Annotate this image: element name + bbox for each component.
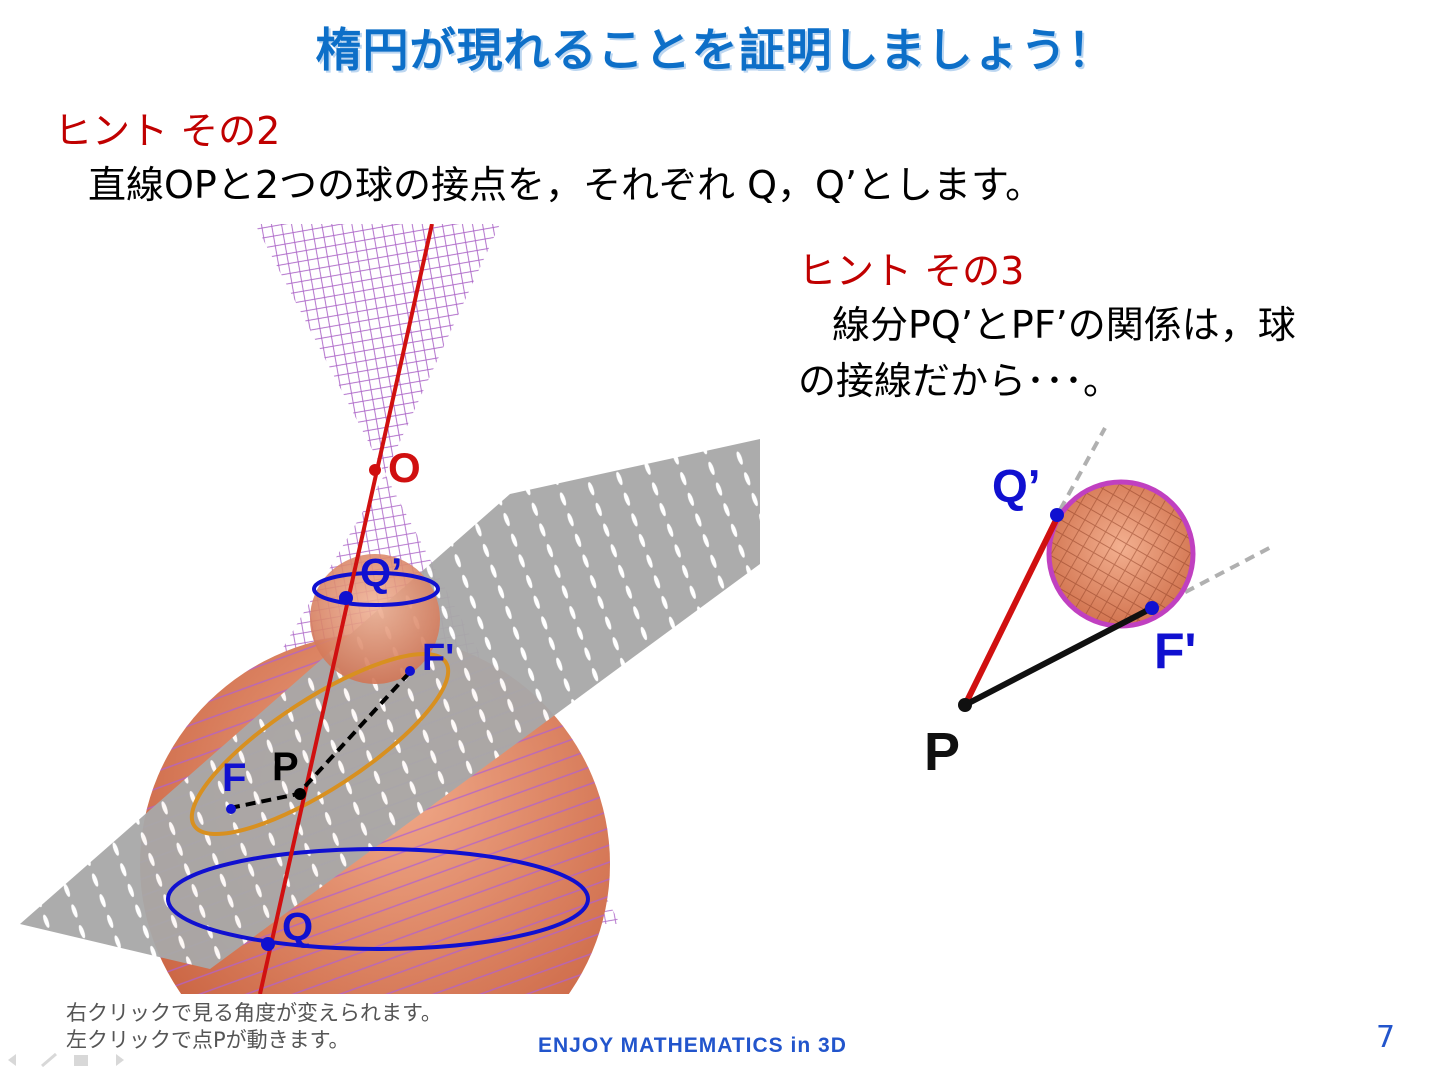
- point-q[interactable]: [261, 937, 275, 951]
- tangent-ext-q: [1058, 427, 1107, 511]
- page-title: 楕円が現れることを証明しましょう！: [315, 23, 1115, 77]
- pen-icon[interactable]: [41, 1052, 57, 1068]
- label-f: F: [222, 756, 246, 800]
- small-contact-circle: [312, 571, 440, 607]
- point-f[interactable]: [226, 804, 236, 814]
- hint2-label: ヒント その2: [54, 109, 281, 153]
- usage-note-line1: 右クリックで見る角度が変えられます。: [66, 1001, 442, 1025]
- line-op: [258, 224, 434, 994]
- label-q: Q: [282, 905, 313, 949]
- label-o: O: [388, 444, 421, 491]
- point-p-2d: [958, 698, 972, 712]
- tangent-2d-figure: Q’ F' P: [924, 427, 1276, 782]
- point-p[interactable]: [294, 788, 306, 800]
- big-contact-circle: [166, 847, 590, 951]
- label-fp-2d: F': [1154, 623, 1196, 679]
- cone-3d-figure[interactable]: O Q’ F' F P Q: [0, 224, 760, 994]
- usage-note-line2: 左クリックで点Pが動きます。: [66, 1028, 350, 1052]
- menu-icon[interactable]: [74, 1055, 88, 1066]
- slide-nav-bar[interactable]: [4, 1050, 134, 1070]
- ellipse-section: [189, 652, 451, 836]
- hint2-text: 直線OPと2つの球の接点を，それぞれ Q，Q’とします。: [88, 163, 1044, 207]
- usage-note: 右クリックで見る角度が変えられます。 左クリックで点Pが動きます。: [66, 1000, 442, 1054]
- hint3-label: ヒント その3: [798, 249, 1025, 293]
- footer-text: ENJOY MATHEMATICS in 3D: [538, 1034, 847, 1057]
- hint3-text-line1: 線分PQ’とPF’の関係は，球: [832, 303, 1296, 347]
- upper-cone: [255, 224, 500, 474]
- arrow-left-icon[interactable]: [8, 1054, 16, 1066]
- arrow-right-icon[interactable]: [116, 1054, 124, 1066]
- point-qp-2d: [1050, 508, 1064, 522]
- segment-pqp: [962, 514, 1061, 707]
- page-number: 7: [1376, 1020, 1396, 1055]
- label-p-2d: P: [924, 722, 960, 782]
- point-fp[interactable]: [405, 666, 415, 676]
- segment-pfp: [963, 605, 1154, 708]
- cutting-plane: [20, 439, 760, 969]
- label-qp-2d: Q’: [992, 460, 1041, 512]
- point-fp-2d: [1145, 601, 1159, 615]
- label-p: P: [272, 745, 299, 789]
- hint3-text-line2: の接線だから･･･。: [798, 359, 1122, 403]
- small-sphere: [310, 554, 440, 684]
- point-o[interactable]: [369, 464, 381, 476]
- label-fp: F': [422, 637, 454, 679]
- label-qp: Q’: [360, 551, 402, 595]
- point-qp[interactable]: [339, 591, 353, 605]
